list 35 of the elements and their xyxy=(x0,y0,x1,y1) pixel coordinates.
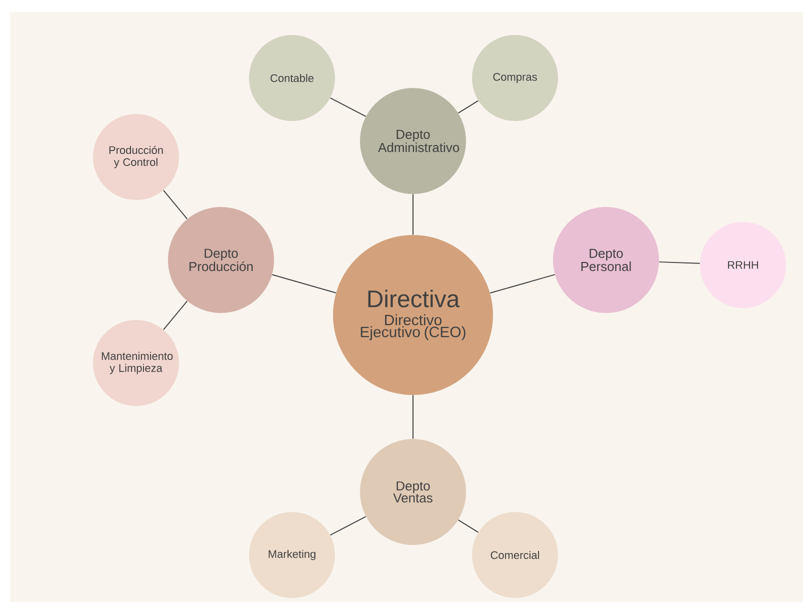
subunit-circle xyxy=(249,512,335,598)
subunit-circle xyxy=(249,35,335,121)
department-circle xyxy=(360,439,466,545)
circle-label: Depto Administrativo xyxy=(378,130,460,152)
connector-line xyxy=(163,190,188,220)
subunit-circle xyxy=(472,512,558,598)
circle-label: Mantenimiento y Limpieza xyxy=(102,352,173,374)
circle-label: Depto Personal xyxy=(581,248,631,272)
circle-label: Comercial xyxy=(490,550,540,560)
department-circle xyxy=(168,207,274,313)
circle-label: Producción y Control xyxy=(109,146,163,168)
connector-line xyxy=(412,394,414,440)
department-circle xyxy=(360,88,466,194)
subunit-circle xyxy=(700,222,786,308)
circle-label: Depto Ventas xyxy=(393,481,432,503)
circle-label: RRHH xyxy=(728,261,758,269)
connector-line xyxy=(458,519,479,533)
department-circle xyxy=(553,207,659,313)
connector-line xyxy=(412,194,414,236)
connector-line xyxy=(458,100,479,114)
connector-line xyxy=(330,97,366,117)
connector-line xyxy=(330,516,366,536)
connector-line xyxy=(490,274,556,294)
connector-line xyxy=(658,261,700,264)
subunit-circle xyxy=(93,114,179,200)
center-circle xyxy=(333,235,493,395)
circle-label: Contable xyxy=(270,74,314,82)
subunit-circle xyxy=(472,35,558,121)
subunit-circle xyxy=(93,320,179,406)
circle-label: Directiva Directivo Ejecutivo (CEO) xyxy=(360,290,466,340)
connector-line xyxy=(272,274,336,294)
circle-label: Marketing xyxy=(268,550,316,560)
circle-label: Compras xyxy=(493,73,537,83)
circle-label: Depto Producción xyxy=(190,248,253,272)
connector-line xyxy=(163,300,188,330)
